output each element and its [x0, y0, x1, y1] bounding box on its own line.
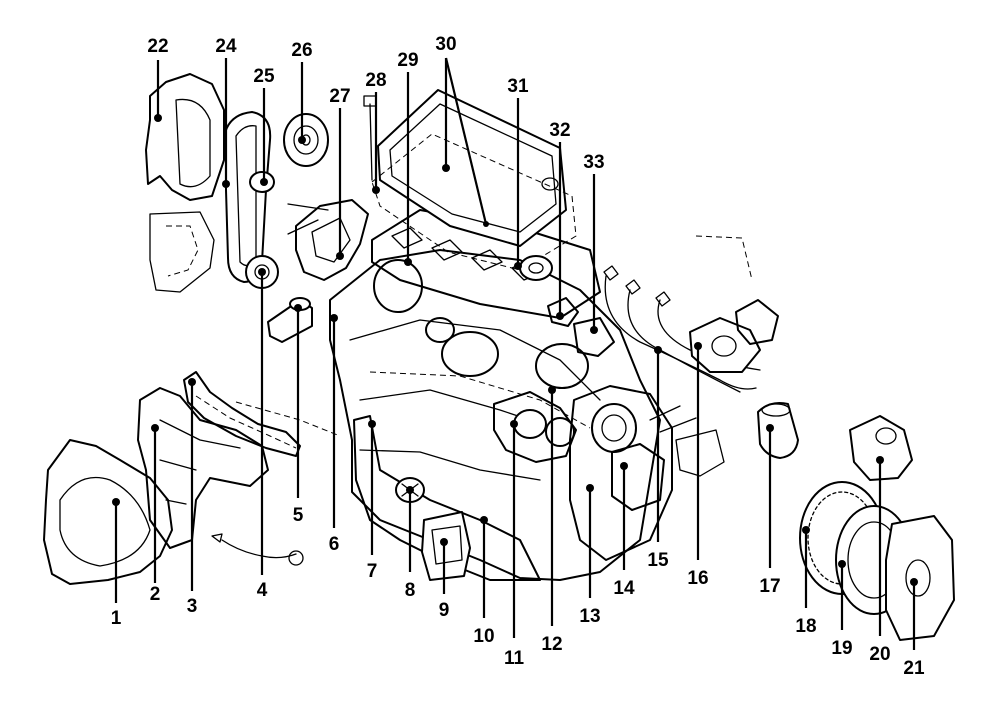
callout-26: 26: [291, 40, 312, 61]
part-16-distributor: [689, 317, 761, 373]
leader-lines: [112, 57, 918, 650]
part-sump: [353, 415, 541, 581]
callout-4: 4: [257, 580, 268, 601]
callout-17: 17: [759, 576, 780, 597]
part-3-gasket: [183, 371, 301, 457]
callout-5: 5: [293, 505, 304, 526]
callout-10: 10: [473, 626, 494, 647]
part-21-pressure-plate: [885, 515, 955, 641]
parts-artwork: [43, 73, 955, 641]
callout-7: 7: [367, 561, 378, 582]
part-27-water-pump: [295, 199, 369, 281]
callout-8: 8: [405, 580, 416, 601]
callout-11: 11: [504, 648, 525, 669]
callout-9: 9: [439, 600, 450, 621]
part-13-bellhousing: [569, 385, 673, 561]
callout-16: 16: [687, 568, 708, 589]
callout-1: 1: [111, 608, 122, 629]
callout-29: 29: [397, 50, 418, 71]
callout-18: 18: [795, 616, 816, 637]
part-22-belt-cover: [145, 73, 225, 201]
callout-12: 12: [541, 634, 562, 655]
callout-27: 27: [329, 86, 350, 107]
callout-22: 22: [147, 36, 168, 57]
callout-31: 31: [507, 76, 529, 97]
callout-13: 13: [579, 606, 600, 627]
part-9-mount: [421, 511, 471, 581]
part-2-manifold: [137, 387, 269, 549]
callout-21: 21: [903, 658, 925, 679]
callout-30: 30: [435, 34, 456, 55]
part-1-timing-cover: [43, 439, 173, 585]
callout-2: 2: [150, 584, 161, 605]
callout-6: 6: [329, 534, 340, 555]
callout-24: 24: [215, 36, 237, 57]
callout-15: 15: [647, 550, 669, 571]
callout-20: 20: [869, 644, 890, 665]
callout-28: 28: [365, 70, 386, 91]
callout-labels: 1 2 3 4 5 6 7 8 9 10 11 12 13 14 15 16 1…: [111, 34, 925, 679]
callout-33: 33: [583, 152, 604, 173]
part-17-oil-filter: [757, 402, 799, 459]
callout-32: 32: [549, 120, 570, 141]
callout-14: 14: [613, 578, 635, 599]
callout-25: 25: [253, 66, 275, 87]
callout-19: 19: [831, 638, 852, 659]
callout-3: 3: [187, 596, 198, 617]
